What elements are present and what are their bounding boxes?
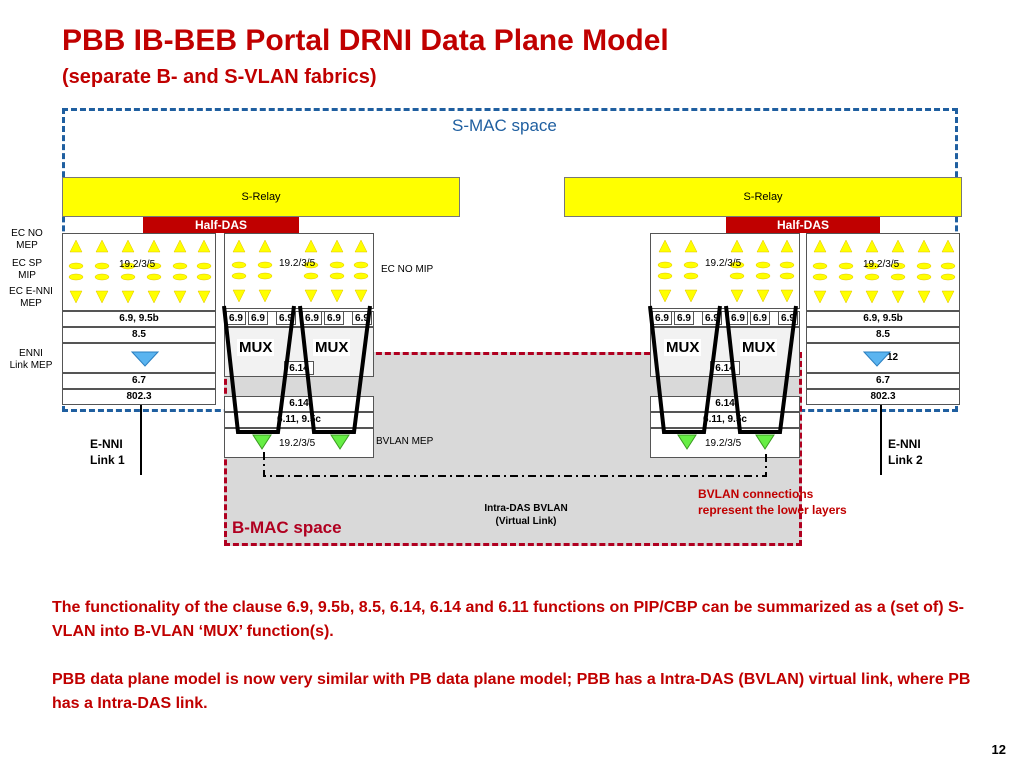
port-label: 19.2/3/5 [863,259,900,270]
mux-label: MUX [237,339,275,356]
stack-cell: 6.9 [750,311,770,325]
port-panel-right-inner: 19.2/3/5 [650,233,800,309]
port-label: 19.2/3/5 [279,438,316,449]
mux-label: MUX [313,339,351,356]
stack-cell: 6.9, 9.5b [62,311,216,327]
bvlan-mep-icon [677,434,697,450]
enni-link2-label: E-NNI Link 2 [888,437,923,467]
bvlan-mep-icon [252,434,272,450]
port-label: 19.2/3/5 [705,258,742,269]
stack-cell: 6.9, 9.5b [806,311,960,327]
mep-mip-icons [657,239,795,303]
half-das-right: Half-DAS [726,217,880,233]
bvlan-note: BVLAN connections represent the lower la… [698,487,847,517]
mep-mip-icons [68,239,212,304]
page-title: PBB IB-BEB Portal DRNI Data Plane Model [62,24,669,57]
page-subtitle: (separate B- and S-VLAN fabrics) [62,66,377,88]
bvlan-mep-label: BVLAN MEP [376,436,434,447]
paragraph-mux: The functionality of the clause 6.9, 9.5… [52,599,964,640]
ec-sp-mip-label: EC SP MIP [11,258,42,281]
ec-no-mip-label: EC NO MIP [381,264,434,275]
half-das-left: Half-DAS [143,217,299,233]
stack-cell: 6.9 [248,311,268,325]
stack-cell: 6.9 [324,311,344,325]
intra-das-label: Intra-DAS BVLAN (Virtual Link) [484,503,568,527]
bvlan-mep-icon [330,434,350,450]
smac-space-label: S-MAC space [452,116,557,135]
port-label: 19.2/3/5 [279,258,316,269]
stack-cell: 6.14 [224,396,374,412]
intra-das-link [263,452,767,477]
s-relay-left: S-Relay [62,177,460,217]
stack-cell: 6.9 [728,311,748,325]
stack-cell: 6.9 [674,311,694,325]
mep-mip-icons [231,239,369,303]
stack-cell: 802.3 [806,389,960,405]
stack-cell: 6.9 [652,311,672,325]
stack-cell: 6.7 [62,373,216,389]
stack-cell: 8.5 [62,327,216,343]
stack-cell: 6.14 [650,396,800,412]
ec-enni-mep-label: EC E-NNI MEP [9,286,53,309]
enni-mep-icon [130,351,160,367]
mux-funnels-right [648,305,798,434]
stack-cell: 6.11, 9.5c [650,412,800,428]
stack-cell: 8.5 [806,327,960,343]
enni-link2-line [880,405,882,475]
stack-cell: 6.7 [806,373,960,389]
port-panel-right-outer: 19.2/3/5 [806,233,960,311]
enni-mep-icon [862,351,892,367]
ec-no-mep-label: EC NO MEP [11,228,43,251]
s-relay-right: S-Relay [564,177,962,217]
enni-link1-label: E-NNI Link 1 [90,437,125,467]
stack-cell: 6.9 [302,311,322,325]
port-label: 19.2/3/5 [705,438,742,449]
page-number: 12 [991,742,1006,757]
enni-link-mep-label: ENNI Link MEP [9,348,53,371]
stack-fragment: 12 [887,352,899,363]
mux-label: MUX [664,339,702,356]
mux-label: MUX [740,339,778,356]
paragraph-pbb: PBB data plane model is now very similar… [52,671,971,712]
stack-cell: 6.11, 9.5c [224,412,374,428]
port-panel-left-inner: 19.2/3/5 [224,233,374,309]
mux-funnels-left [222,305,372,434]
port-panel-left-outer: 19.2/3/5 [62,233,216,311]
mep-mip-icons [812,239,956,304]
bvlan-mep-icon [755,434,775,450]
bmac-space-label: B-MAC space [232,518,342,537]
enni-link1-line [140,405,142,475]
stack-cell: 802.3 [62,389,216,405]
port-label: 19.2/3/5 [119,259,156,270]
